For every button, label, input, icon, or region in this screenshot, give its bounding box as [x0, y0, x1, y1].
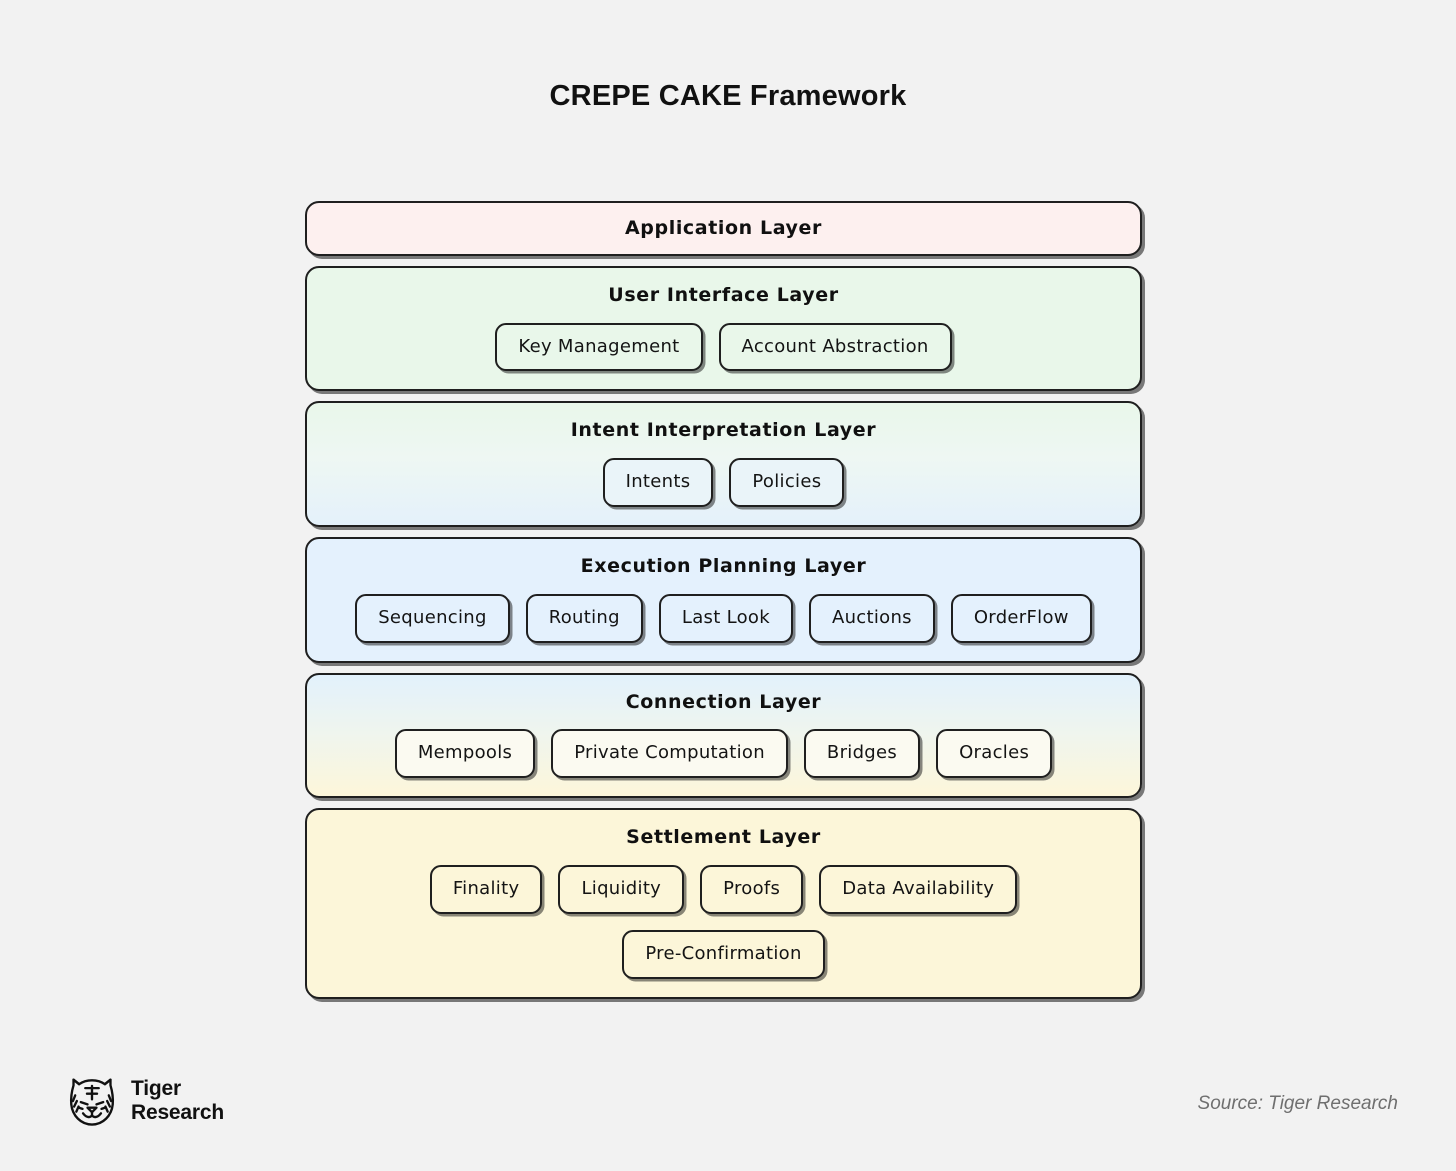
- chip-bridges[interactable]: Bridges: [803, 729, 921, 779]
- chip-sequencing[interactable]: Sequencing: [355, 593, 510, 643]
- chip-row-user-interface: Key Management Account Abstraction: [495, 322, 952, 372]
- layer-title-execution-planning: Execution Planning Layer: [580, 554, 867, 577]
- chip-pre-confirmation[interactable]: Pre-Confirmation: [622, 929, 825, 979]
- layer-execution-planning[interactable]: Execution Planning Layer Sequencing Rout…: [305, 536, 1142, 663]
- chip-row-execution-planning: Sequencing Routing Last Look Auctions Or…: [355, 593, 1092, 643]
- chip-finality[interactable]: Finality: [429, 864, 543, 914]
- chip-routing[interactable]: Routing: [525, 593, 643, 643]
- chip-key-management[interactable]: Key Management: [495, 322, 703, 372]
- layer-title-connection: Connection Layer: [625, 690, 822, 713]
- chip-last-look[interactable]: Last Look: [658, 593, 793, 643]
- layer-connection[interactable]: Connection Layer Mempools Private Comput…: [305, 672, 1142, 799]
- layer-settlement[interactable]: Settlement Layer Finality Liquidity Proo…: [305, 808, 1142, 999]
- chip-liquidity[interactable]: Liquidity: [558, 864, 685, 914]
- brand-wordmark: Tiger Research: [131, 1077, 224, 1124]
- chip-mempools[interactable]: Mempools: [394, 729, 536, 779]
- chip-oracles[interactable]: Oracles: [936, 729, 1053, 779]
- chip-row-intent-interpretation: Intents Policies: [602, 458, 845, 507]
- layer-title-settlement: Settlement Layer: [626, 826, 821, 849]
- chip-proofs[interactable]: Proofs: [700, 864, 804, 914]
- tiger-head-icon: [69, 1078, 115, 1126]
- page-title: CREPE CAKE Framework: [549, 80, 907, 112]
- layer-intent-interpretation[interactable]: Intent Interpretation Layer Intents Poli…: [305, 401, 1142, 527]
- layer-title-application: Application Layer: [625, 217, 822, 239]
- layer-title-intent-interpretation: Intent Interpretation Layer: [570, 419, 877, 442]
- chip-orderflow[interactable]: OrderFlow: [950, 593, 1092, 643]
- brand-line-2: Research: [131, 1101, 224, 1124]
- chip-data-availability[interactable]: Data Availability: [819, 864, 1018, 914]
- source-note: Source: Tiger Research: [1197, 1093, 1398, 1114]
- chip-policies[interactable]: Policies: [729, 458, 845, 507]
- chip-intents[interactable]: Intents: [602, 458, 714, 507]
- chip-row-connection: Mempools Private Computation Bridges Ora…: [394, 729, 1053, 779]
- layer-user-interface[interactable]: User Interface Layer Key Management Acco…: [305, 265, 1142, 392]
- brand-logo: Tiger Research: [64, 1073, 224, 1129]
- chip-row-settlement: Finality Liquidity Proofs Data Availabil…: [325, 864, 1122, 979]
- brand-line-1: Tiger: [131, 1077, 181, 1101]
- layer-application[interactable]: Application Layer: [305, 201, 1142, 256]
- layer-stack: Application Layer User Interface Layer K…: [305, 201, 1142, 999]
- layer-title-user-interface: User Interface Layer: [608, 283, 839, 306]
- chip-private-computation[interactable]: Private Computation: [551, 729, 788, 779]
- chip-account-abstraction[interactable]: Account Abstraction: [718, 322, 952, 372]
- chip-auctions[interactable]: Auctions: [808, 593, 935, 643]
